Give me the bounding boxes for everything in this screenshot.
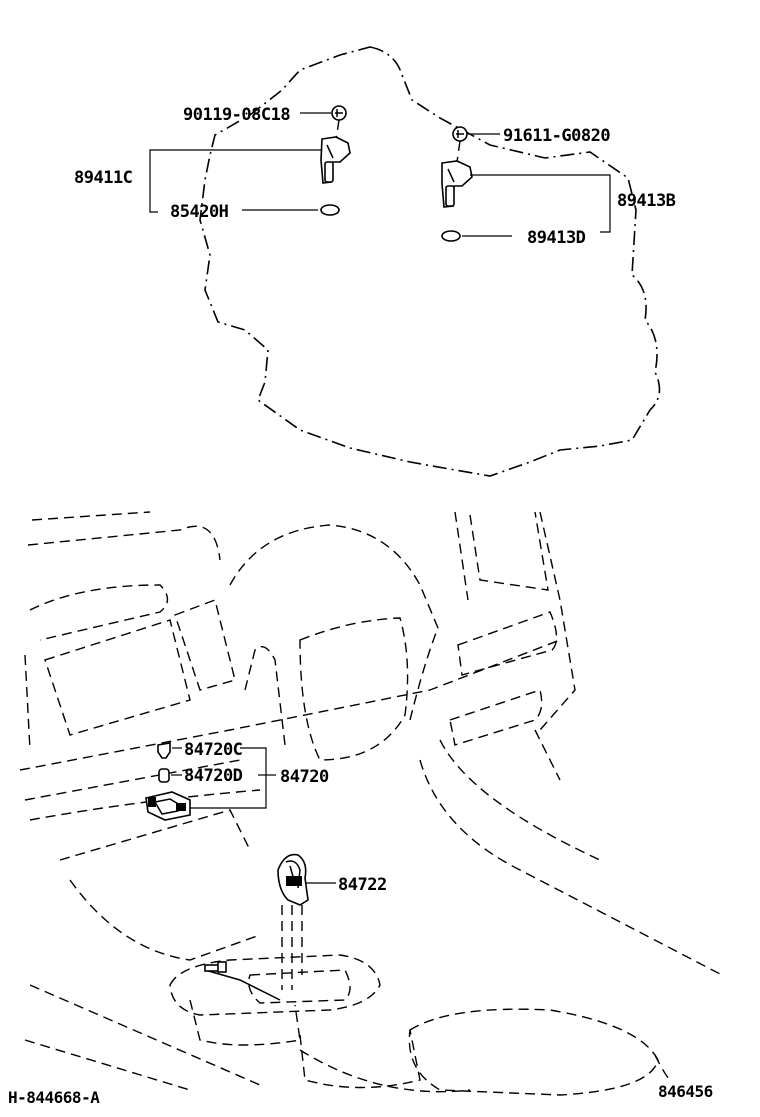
switch-assy-group: 84720C 84720D 84720 <box>145 740 329 821</box>
bolt-icon <box>452 126 468 142</box>
part-label-switch: 84720 <box>280 767 329 787</box>
dashboard-outline <box>19 511 723 1096</box>
part-label-sensor: 89413B <box>617 191 676 211</box>
part-label-clip-d: 84720D <box>184 766 243 786</box>
clip-icon <box>157 742 171 759</box>
sensor-icon <box>320 136 351 184</box>
part-label-oring: 85420H <box>170 202 229 222</box>
part-label-sensor: 89411C <box>74 168 132 188</box>
oring-icon <box>320 204 340 216</box>
diagram-code-left: H-844668-A <box>8 1088 100 1107</box>
switch-icon <box>145 791 191 821</box>
part-label-shift-knob: 84722 <box>338 875 387 895</box>
sensor-icon <box>441 160 473 208</box>
bolt-icon <box>331 105 347 121</box>
sensor-right-group: 91611-G0820 89413B 89413D <box>441 126 676 248</box>
diagram-code-right: 846456 <box>658 1082 713 1101</box>
clip-icon <box>158 768 170 783</box>
part-label-clip-c: 84720C <box>184 740 242 760</box>
sensor-left-group: 90119-08C18 89411C 85420H <box>74 105 351 222</box>
shift-knob-icon <box>277 853 309 906</box>
shift-knob-group: 84722 <box>277 853 387 906</box>
transmission-outline <box>199 46 661 477</box>
part-label-oring: 89413D <box>527 228 586 248</box>
part-label-bolt: 90119-08C18 <box>183 105 290 125</box>
part-label-bolt: 91611-G0820 <box>503 126 610 146</box>
oring-icon <box>441 230 461 242</box>
